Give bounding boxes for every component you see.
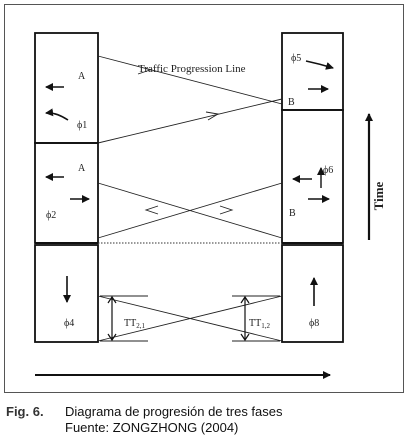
traffic-progression-label: Traffic Progression Line — [138, 63, 246, 75]
figure-caption: Fig. 6. Diagrama de progresión de tres fa… — [6, 404, 406, 436]
left-intersection — [34, 32, 99, 343]
cross-line-b — [97, 182, 283, 239]
left-top-phase-label: ϕ1 — [77, 120, 87, 131]
left-phase-box-bottom — [34, 244, 99, 343]
caption-title: Diagrama de progresión de tres fases — [65, 404, 283, 419]
progression-up-arrowhead — [205, 111, 220, 121]
right-bottom-phase-label: ϕ8 — [309, 318, 319, 329]
phase-progression-diagram: Traffic Progression Line A ϕ1 A ϕ2 ϕ4 ϕ5… — [34, 32, 386, 379]
left-top-turn-arrow — [45, 108, 69, 121]
cross-arrowhead-left — [144, 205, 159, 215]
right-top-turn-arrow — [305, 60, 334, 70]
left-mid-phase-label: ϕ2 — [46, 210, 56, 221]
travel-time-left-marker — [100, 295, 148, 342]
caption-title-row: Fig. 6. Diagrama de progresión de tres fa… — [6, 404, 406, 420]
right-phase-box-bottom — [281, 244, 344, 343]
lower-cross-line-b — [97, 295, 283, 342]
figure-number: Fig. 6. — [6, 404, 44, 419]
left-phase-box-mid — [34, 142, 99, 244]
travel-time-right-label: TT1,2 — [249, 318, 270, 330]
right-phase-box-mid — [281, 109, 344, 244]
left-mid-approach-letter: A — [78, 163, 86, 174]
right-top-phase-label: ϕ5 — [291, 53, 301, 64]
caption-source: Fuente: ZONGZHONG (2004) — [65, 420, 239, 435]
travel-time-right-marker — [232, 295, 280, 342]
right-intersection — [281, 32, 344, 343]
left-bottom-phase-label: ϕ4 — [64, 318, 74, 329]
cross-arrowhead-right — [219, 205, 234, 215]
time-axis-label: Time — [371, 181, 386, 210]
progression-lines — [97, 55, 283, 342]
traffic-progression-arrowhead — [137, 67, 152, 75]
right-mid-approach-letter: B — [289, 208, 296, 219]
right-mid-phase-label: ϕ6 — [323, 165, 333, 176]
progression-line-up — [97, 98, 283, 144]
travel-time-left-label: TT2,1 — [124, 318, 145, 330]
left-phase-box-top — [34, 32, 99, 144]
left-top-approach-letter: A — [78, 71, 86, 82]
traffic-progression-line-down — [97, 55, 283, 105]
right-top-approach-letter: B — [288, 97, 295, 108]
